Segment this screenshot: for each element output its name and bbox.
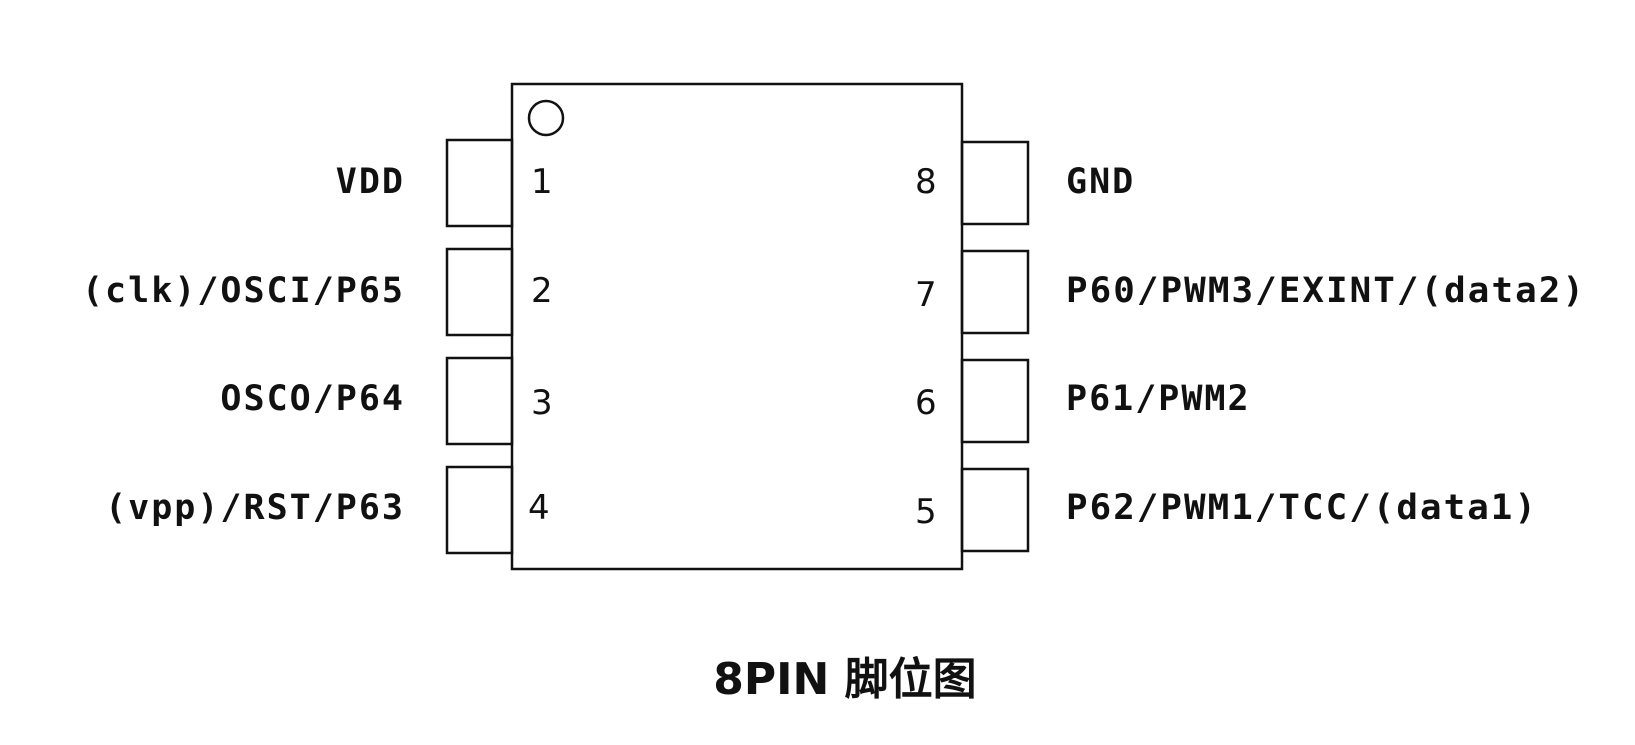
pin-label-5: P62/PWM1/TCC/(data1) <box>1066 488 1538 528</box>
left-pin-3 <box>445 356 514 446</box>
chip-body <box>510 82 964 571</box>
pin-label-6: P61/PWM2 <box>1066 379 1251 419</box>
diagram-caption: 8PIN 脚位图 <box>713 654 976 705</box>
right-pin-5 <box>960 467 1030 553</box>
pin-number-2: 2 <box>531 271 553 311</box>
right-pin-6 <box>960 358 1030 444</box>
pin-label-4: (vpp)/RST/P63 <box>105 488 405 528</box>
pin-number-3: 3 <box>531 383 553 423</box>
right-pin-7 <box>960 249 1030 335</box>
pin-label-1: VDD <box>336 162 405 202</box>
pin-number-8: 8 <box>915 162 937 202</box>
pin1-marker <box>527 99 565 137</box>
pin-label-3: OSCO/P64 <box>220 379 405 419</box>
pin-number-4: 4 <box>528 488 550 528</box>
pin-number-7: 7 <box>915 275 937 315</box>
pin-number-6: 6 <box>915 383 937 423</box>
pin-label-2: (clk)/OSCI/P65 <box>82 271 405 311</box>
left-pin-2 <box>445 247 514 337</box>
pin-label-8: GND <box>1066 162 1135 202</box>
pin-number-5: 5 <box>915 492 937 532</box>
pin-number-1: 1 <box>531 162 553 202</box>
pin-label-7: P60/PWM3/EXINT/(data2) <box>1066 271 1586 311</box>
left-pin-1 <box>445 138 514 228</box>
left-pin-4 <box>445 465 514 555</box>
right-pin-8 <box>960 140 1030 226</box>
